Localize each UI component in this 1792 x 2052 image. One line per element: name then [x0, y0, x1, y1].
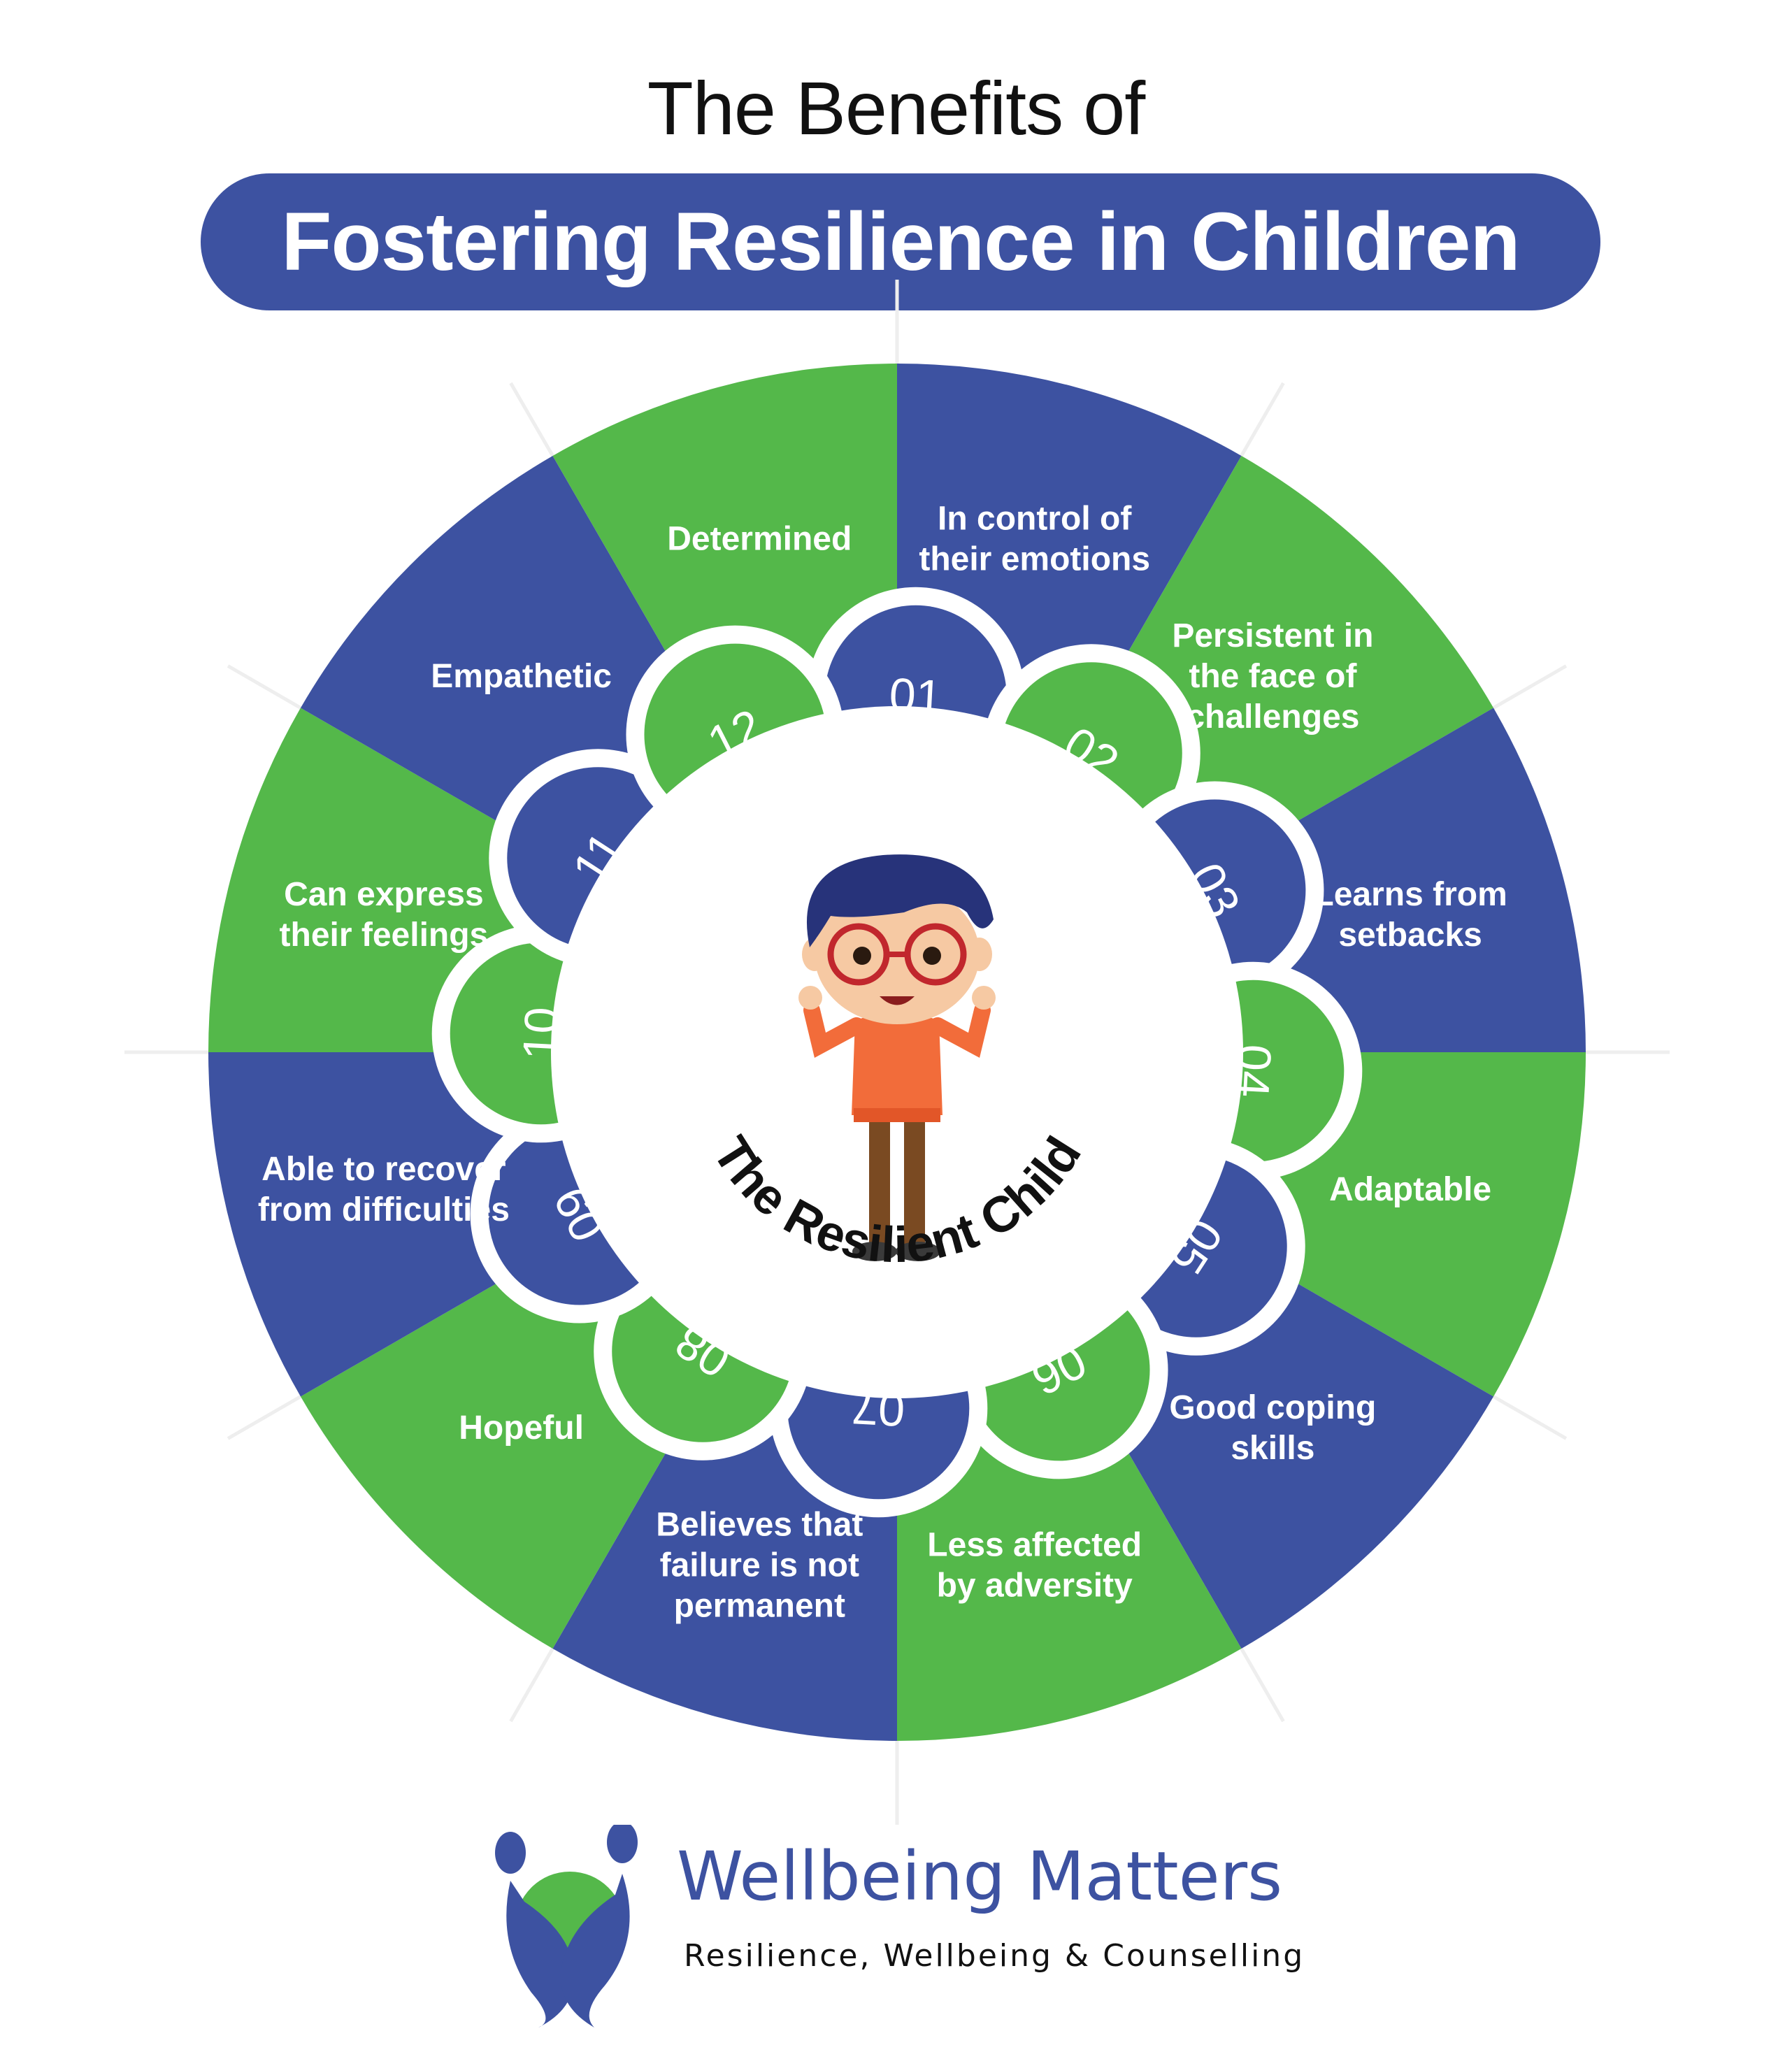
- segment-label: by adversity: [937, 1567, 1133, 1605]
- ray-line: [227, 664, 308, 713]
- segment-label: failure is not: [660, 1547, 859, 1584]
- ray-line: [1236, 1642, 1285, 1723]
- segment-label: Able to recover: [261, 1151, 506, 1188]
- segment-label: from difficulties: [258, 1191, 510, 1228]
- segment-label: challenges: [1186, 698, 1359, 736]
- child-illustration: [798, 854, 996, 1261]
- segment-label: Good coping: [1169, 1389, 1376, 1426]
- segment-label: permanent: [674, 1588, 845, 1625]
- wellbeing-matters-logo: [495, 1825, 638, 2028]
- segment-label: Less affected: [927, 1527, 1142, 1564]
- segment-label: Persistent in: [1172, 617, 1373, 654]
- segment-label: Hopeful: [459, 1409, 584, 1447]
- segment-number: 01: [888, 668, 944, 724]
- ray-line: [1236, 382, 1285, 463]
- ray-line: [1486, 664, 1568, 713]
- segment-label: Learns from: [1313, 876, 1507, 913]
- segment-label: their emotions: [919, 540, 1150, 577]
- ray-line: [227, 1391, 308, 1440]
- ray-line: [509, 1642, 558, 1723]
- ray-line: [1486, 1391, 1568, 1440]
- segment-label: Believes that: [656, 1507, 863, 1544]
- segment-label: Empathetic: [431, 658, 612, 695]
- segment-label: Adaptable: [1329, 1171, 1491, 1208]
- segment-number: 07: [851, 1380, 907, 1436]
- segment-label: In control of: [938, 500, 1132, 537]
- brand-tagline: Resilience, Wellbeing & Counselling: [684, 1938, 1305, 1974]
- segment-label: Determined: [667, 520, 852, 557]
- subtitle: The Benefits of: [647, 66, 1145, 150]
- segment-label: setbacks: [1338, 917, 1482, 954]
- segment-number: 10: [513, 1006, 569, 1062]
- segment-label: skills: [1231, 1430, 1314, 1467]
- ray-line: [509, 382, 558, 463]
- background-rays: [124, 280, 1670, 1825]
- brand-name: Wellbeing Matters: [677, 1837, 1283, 1916]
- segment-label: the face of: [1189, 658, 1357, 695]
- segment-number: 04: [1225, 1043, 1281, 1099]
- page-title: Fostering Resilience in Children: [281, 196, 1520, 288]
- segment-label: their feelings: [280, 917, 489, 954]
- segment-label: Can express: [284, 876, 484, 913]
- title-banner: Fostering Resilience in Children: [201, 173, 1600, 310]
